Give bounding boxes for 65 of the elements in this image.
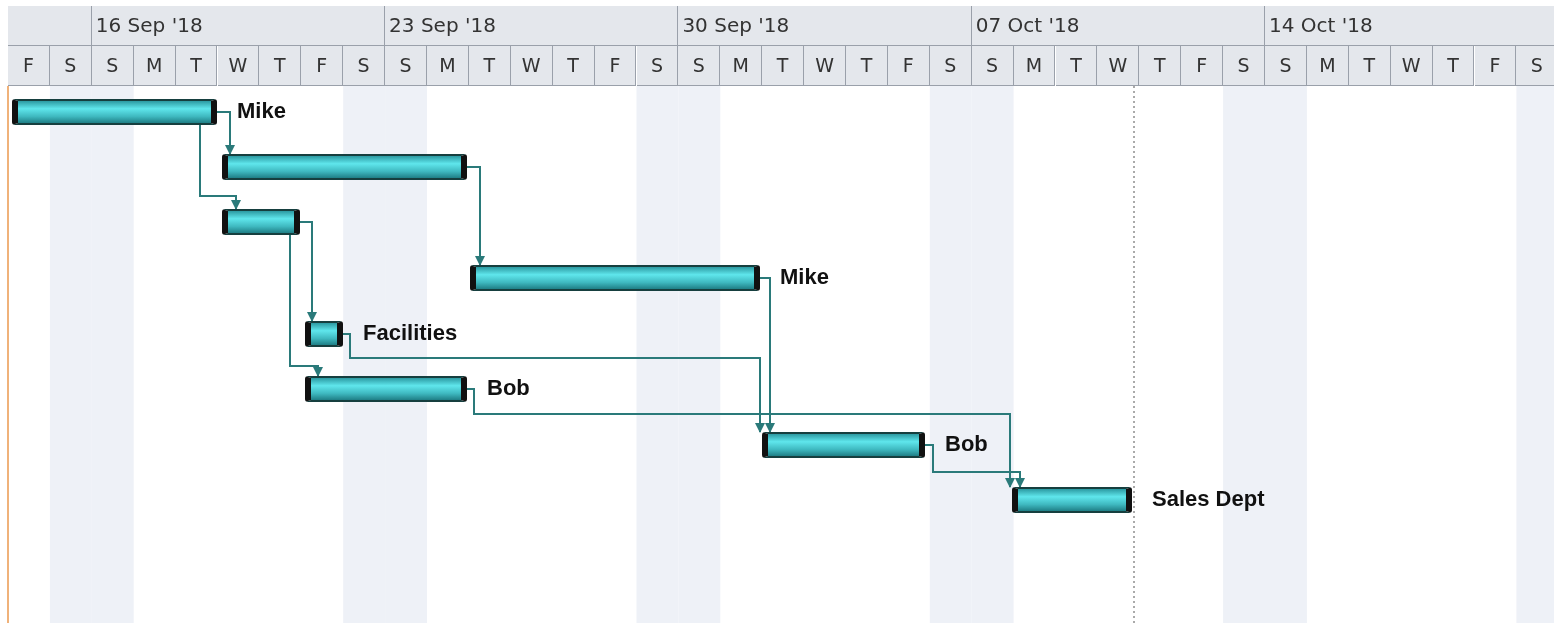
- day-label: T: [468, 46, 511, 86]
- day-label: S: [971, 46, 1014, 86]
- day-label: M: [133, 46, 176, 86]
- resource-label: Bob: [487, 375, 530, 401]
- day-label: W: [804, 46, 846, 86]
- day-label: S: [678, 46, 721, 86]
- day-label: T: [1432, 46, 1475, 86]
- day-label: S: [636, 46, 679, 86]
- dependency-arrow: [466, 388, 1015, 488]
- day-label: F: [1474, 46, 1517, 86]
- day-label: F: [887, 46, 930, 86]
- day-label: T: [1348, 46, 1391, 86]
- day-label: T: [175, 46, 218, 86]
- day-label: T: [846, 46, 888, 86]
- day-label: W: [217, 46, 260, 86]
- day-label: S: [49, 46, 92, 86]
- day-label: W: [1097, 46, 1140, 86]
- day-label: T: [1139, 46, 1182, 86]
- day-label: T: [552, 46, 595, 86]
- day-label: M: [1306, 46, 1349, 86]
- day-label: S: [929, 46, 972, 86]
- task-bar: [762, 432, 925, 458]
- day-label: F: [8, 46, 50, 86]
- day-label: M: [427, 46, 469, 86]
- dependency-arrow: [466, 166, 485, 266]
- day-label: S: [385, 46, 427, 86]
- day-label: W: [1390, 46, 1433, 86]
- day-label: S: [1516, 46, 1554, 86]
- week-label: 30 Sep '18: [678, 6, 972, 46]
- task-bar: [305, 321, 343, 347]
- dependency-arrow: [289, 234, 323, 377]
- day-label: S: [91, 46, 134, 86]
- dependency-arrow: [924, 444, 1025, 488]
- task-bar: [222, 209, 300, 235]
- day-label: M: [1013, 46, 1056, 86]
- dependency-arrow: [342, 333, 765, 433]
- day-label: T: [259, 46, 302, 86]
- week-label: 16 Sep '18: [91, 6, 386, 46]
- resource-label: Facilities: [363, 320, 458, 346]
- day-label: S: [343, 46, 386, 86]
- task-bar: [12, 99, 217, 125]
- resource-label: Mike: [237, 98, 286, 124]
- day-label: M: [720, 46, 763, 86]
- dependency-arrow: [759, 277, 775, 433]
- task-bar: [470, 265, 760, 291]
- resource-label: Mike: [780, 264, 829, 290]
- task-bar: [1012, 487, 1132, 513]
- resource-label: Sales Dept: [1152, 486, 1265, 512]
- day-label: F: [1181, 46, 1224, 86]
- task-bar: [305, 376, 467, 402]
- week-label: 07 Oct '18: [971, 6, 1265, 46]
- day-label: T: [1055, 46, 1098, 86]
- day-label: S: [1223, 46, 1265, 86]
- day-label: S: [1265, 46, 1307, 86]
- week-label: 14 Oct '18: [1265, 6, 1554, 46]
- dependency-arrow: [216, 111, 235, 155]
- day-label: T: [762, 46, 805, 86]
- task-bar: [222, 154, 467, 180]
- day-label: F: [301, 46, 344, 86]
- week-label: 23 Sep '18: [385, 6, 679, 46]
- day-label: F: [594, 46, 637, 86]
- day-label: W: [510, 46, 553, 86]
- dependency-arrow: [299, 221, 317, 322]
- resource-label: Bob: [945, 431, 988, 457]
- dependency-arrow: [199, 124, 241, 210]
